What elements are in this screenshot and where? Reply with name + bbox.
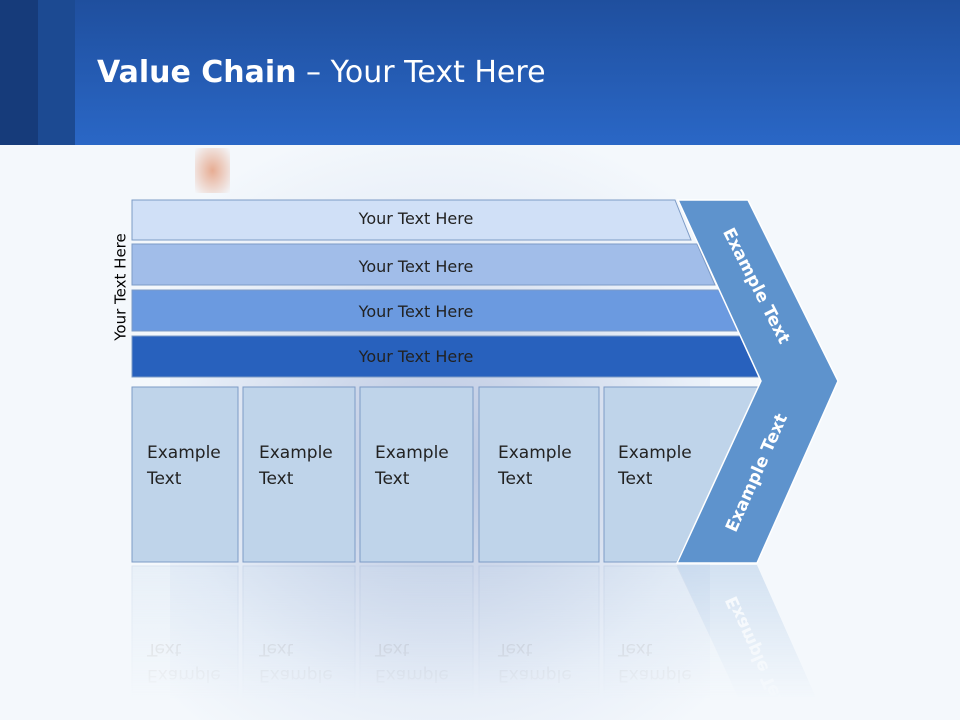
box-2: Example Text xyxy=(242,386,356,563)
diagram-reflection: Example Text Example Text Example Text E… xyxy=(131,565,826,720)
row-1: Your Text Here xyxy=(131,199,692,241)
reflection-box-3-line1: Example xyxy=(375,665,449,685)
box-1-line2: Text xyxy=(146,469,182,489)
box-5-line2: Text xyxy=(617,469,653,489)
box-2-line2: Text xyxy=(258,469,294,489)
box-4: Example Text xyxy=(478,386,600,563)
box-3-line2: Text xyxy=(374,469,410,489)
row-3-label: Your Text Here xyxy=(358,302,474,321)
slide-title-rest: – Your Text Here xyxy=(296,55,546,90)
box-2-line1: Example xyxy=(259,443,333,463)
box-3-line1: Example xyxy=(375,443,449,463)
header-bar: Value Chain – Your Text Here xyxy=(0,0,960,145)
reflection-box-2-line1: Example xyxy=(259,665,333,685)
box-4-line2: Text xyxy=(497,469,533,489)
row-2: Your Text Here xyxy=(131,243,716,286)
background-photo-accent xyxy=(195,148,230,193)
box-5: Example Text xyxy=(603,386,761,563)
box-4-line1: Example xyxy=(498,443,572,463)
row-2-label: Your Text Here xyxy=(358,257,474,276)
reflection-box-2-line2: Text xyxy=(258,639,294,659)
reflection-box-1-line2: Text xyxy=(146,639,182,659)
header-accent-strip xyxy=(0,0,38,145)
reflection-box-1-line1: Example xyxy=(147,665,221,685)
box-5-line1: Example xyxy=(618,443,692,463)
row-4: Your Text Here xyxy=(131,335,764,378)
slide-title: Value Chain – Your Text Here xyxy=(97,52,546,94)
reflection-box-5-line1: Example xyxy=(618,665,692,685)
box-3: Example Text xyxy=(359,386,474,563)
row-3: Your Text Here xyxy=(131,289,740,332)
box-1: Example Text xyxy=(131,386,239,563)
reflection-box-3-line2: Text xyxy=(374,639,410,659)
side-label: Your Text Here xyxy=(112,233,130,341)
reflection-box-4-line2: Text xyxy=(497,639,533,659)
row-4-label: Your Text Here xyxy=(358,347,474,366)
reflection-box-5-line2: Text xyxy=(617,639,653,659)
reflection-box-4-line1: Example xyxy=(498,665,572,685)
box-1-line1: Example xyxy=(147,443,221,463)
header-accent-strip-2 xyxy=(38,0,75,145)
row-1-label: Your Text Here xyxy=(358,209,474,228)
slide-title-bold: Value Chain xyxy=(97,55,297,90)
